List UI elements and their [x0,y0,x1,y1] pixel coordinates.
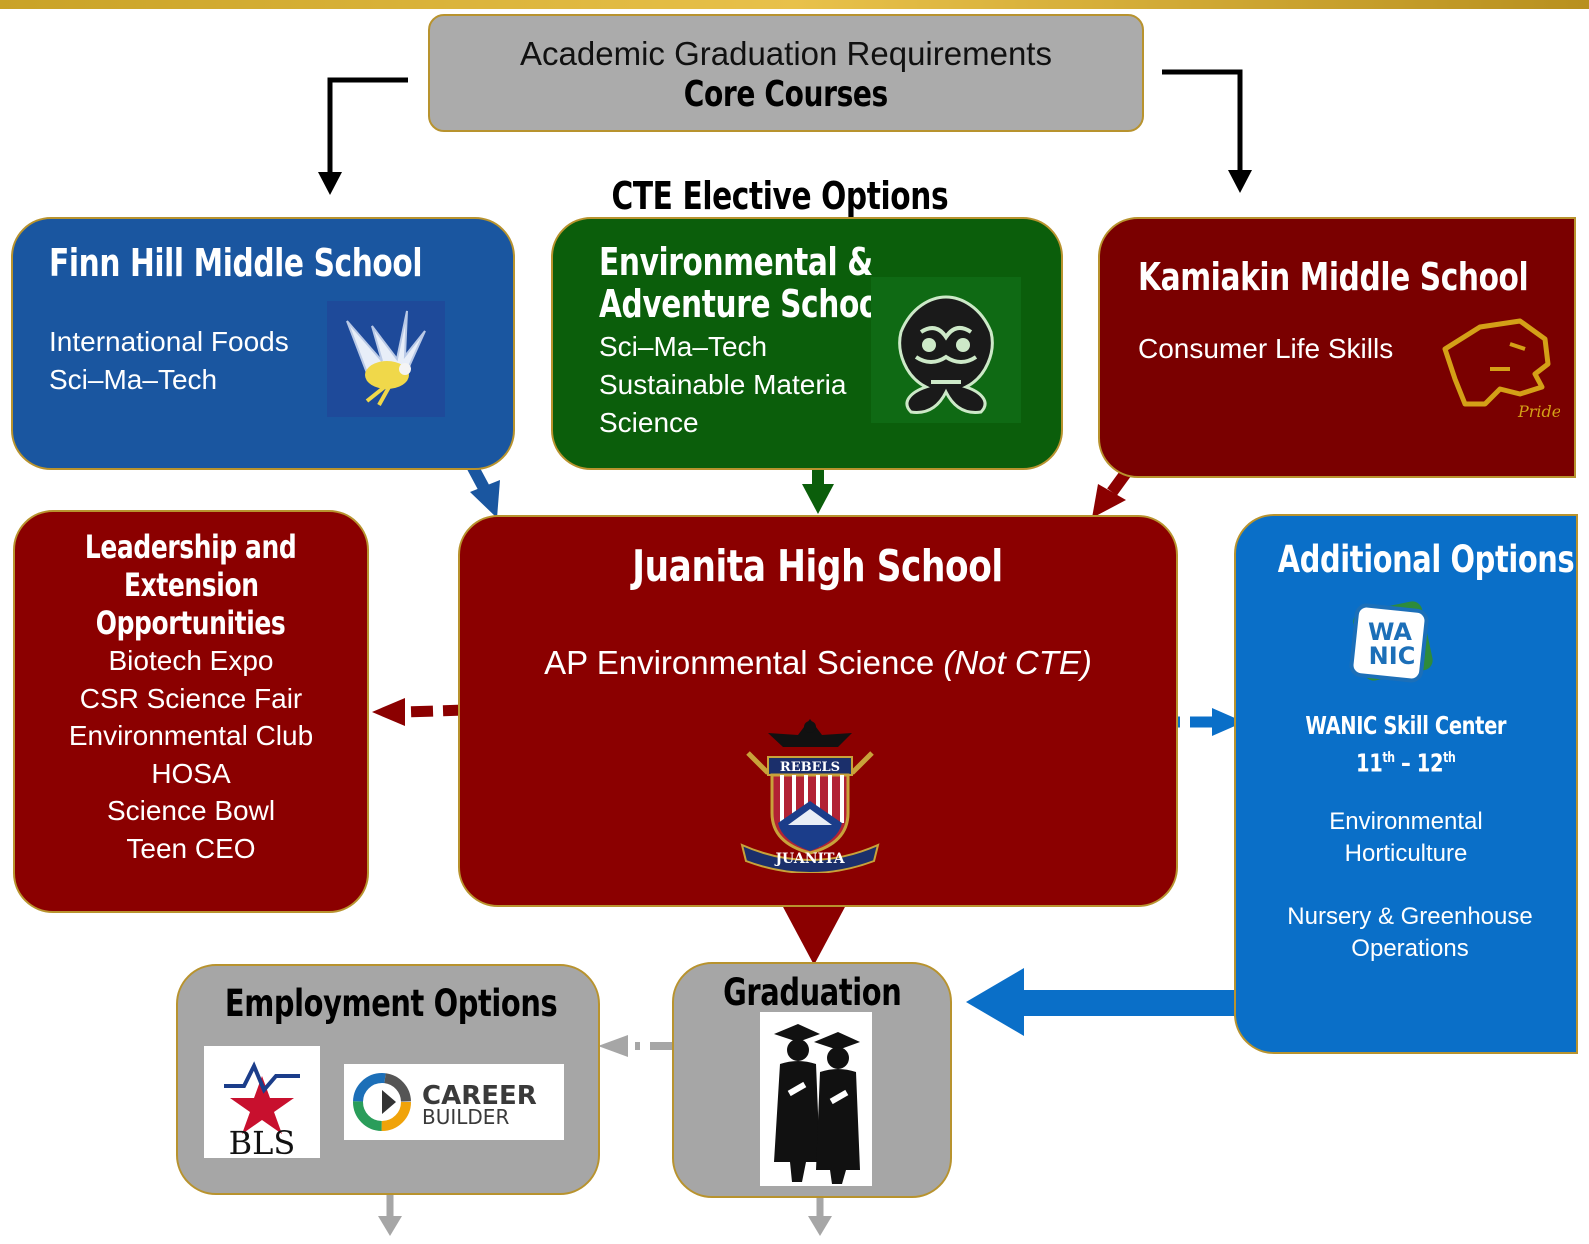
grade-start-suffix: th [1382,750,1396,766]
cougar-logo-text: Pride [1517,402,1560,421]
leadership-title-line2: Extension [123,566,259,604]
careerbuilder-line1: CAREER [422,1081,537,1111]
crest-bottom-text: JUANITA [773,851,845,867]
header-title: Academic Graduation Requirements [520,35,1052,72]
finn-hill-course: International Foods [49,326,289,357]
finn-hill-courses: International Foods Sci–Ma–Tech [49,323,289,399]
additional-to-graduation-arrow [1020,990,1242,1016]
finn-hill-title: Finn Hill Middle School [49,241,423,285]
environmental-course: Science [599,407,699,438]
leadership-item: Environmental Club [68,720,314,751]
program2-line1: Nursery & Greenhouse [1287,903,1533,930]
leadership-title-line3: Opportunities [96,604,286,642]
careerbuilder-logo: CAREER BUILDER [344,1064,564,1140]
juanita-box: Juanita High School AP Environmental Sci… [458,515,1178,907]
finn-hill-box: Finn Hill Middle School International Fo… [11,217,515,470]
juanita-to-leadership-arrow [404,704,466,718]
cougar-logo: Pride [1430,309,1561,427]
bls-logo: BLS [204,1046,320,1162]
juanita-course-line: AP Environmental Science (Not CTE) [460,643,1176,683]
environmental-title-line1: Environmental & [599,240,873,284]
graduation-title: Graduation [722,971,902,1014]
kamiakin-box: Kamiakin Middle School Consumer Life Ski… [1098,217,1576,478]
kamiakin-courses: Consumer Life Skills [1138,330,1393,368]
wanic-program-1: Environmental Horticulture [1236,806,1576,870]
crest-top-text: REBELS [780,760,840,775]
program2-line2: Operations [1351,935,1469,962]
bls-logo-text: BLS [229,1124,296,1158]
graduation-box: Graduation [672,962,952,1198]
grade-end-suffix: th [1443,750,1456,766]
grade-separator: – [1394,748,1418,778]
header-right-arrow [1162,69,1243,172]
juanita-course: AP Environmental Science [544,644,935,681]
juanita-title: Juanita High School [632,541,1004,592]
wanic-grades: 11th – 12th [1356,742,1456,779]
leadership-box: Leadership and Extension Opportunities B… [13,510,369,913]
header-box: Academic Graduation Requirements Core Co… [428,14,1144,132]
wanic-program-2: Nursery & Greenhouse Operations [1236,901,1576,965]
wanic-logo: WA NIC [1342,596,1442,688]
cte-label: CTE Elective Options [611,174,949,218]
wanic-center-name: WANIC Skill Center [1305,711,1507,740]
wanic-logo-line2: NIC [1369,642,1416,670]
grade-end: 12 [1417,748,1444,778]
environmental-course: Sustainable Materia [599,369,847,400]
cte-label-wrap: CTE Elective Options [560,174,1000,218]
kamiakin-title: Kamiakin Middle School [1138,255,1529,299]
rebels-crest: REBELS JUANITA [728,713,892,874]
header-left-arrow [327,77,408,175]
header-subtitle: Core Courses [683,74,889,115]
employment-box: Employment Options BLS CAREER BUILDER [176,964,600,1195]
leadership-item: HOSA [151,757,231,789]
leadership-item: Biotech Expo [108,645,274,676]
environmental-box: Environmental & Adventure School Sci–Ma–… [551,217,1063,470]
environmental-title-line2: Adventure School [599,282,889,326]
kamiakin-course: Consumer Life Skills [1138,333,1394,364]
juanita-course-note: (Not CTE) [943,644,1092,681]
leadership-items: Biotech Expo CSR Science Fair Environmen… [15,642,367,867]
wanic-logo-line1: WA [1368,618,1412,646]
grade-start: 11 [1356,748,1383,778]
finn-hill-course: Sci–Ma–Tech [49,364,218,395]
leadership-item: CSR Science Fair [79,682,303,714]
eagle-logo [327,301,445,417]
leadership-title-line1: Leadership and [85,528,297,566]
leadership-item: Science Bowl [106,795,276,826]
leadership-item: Teen CEO [126,832,256,864]
program1-line2: Horticulture [1344,840,1468,867]
program1-line1: Environmental [1329,808,1483,835]
butterfly-logo [871,277,1021,423]
additional-title: Additional Options [1277,538,1575,581]
employment-title: Employment Options [224,982,558,1025]
environmental-course: Sci–Ma–Tech [599,331,768,362]
juanita-to-graduation-pointer [782,905,846,965]
environmental-courses: Sci–Ma–Tech Sustainable Materia Science [599,328,879,442]
graduates-icon [760,1012,872,1186]
additional-box: Additional Options WA NIC WANIC Skill Ce… [1234,514,1578,1054]
top-gold-bar [0,0,1589,9]
careerbuilder-line2: BUILDER [422,1105,509,1129]
